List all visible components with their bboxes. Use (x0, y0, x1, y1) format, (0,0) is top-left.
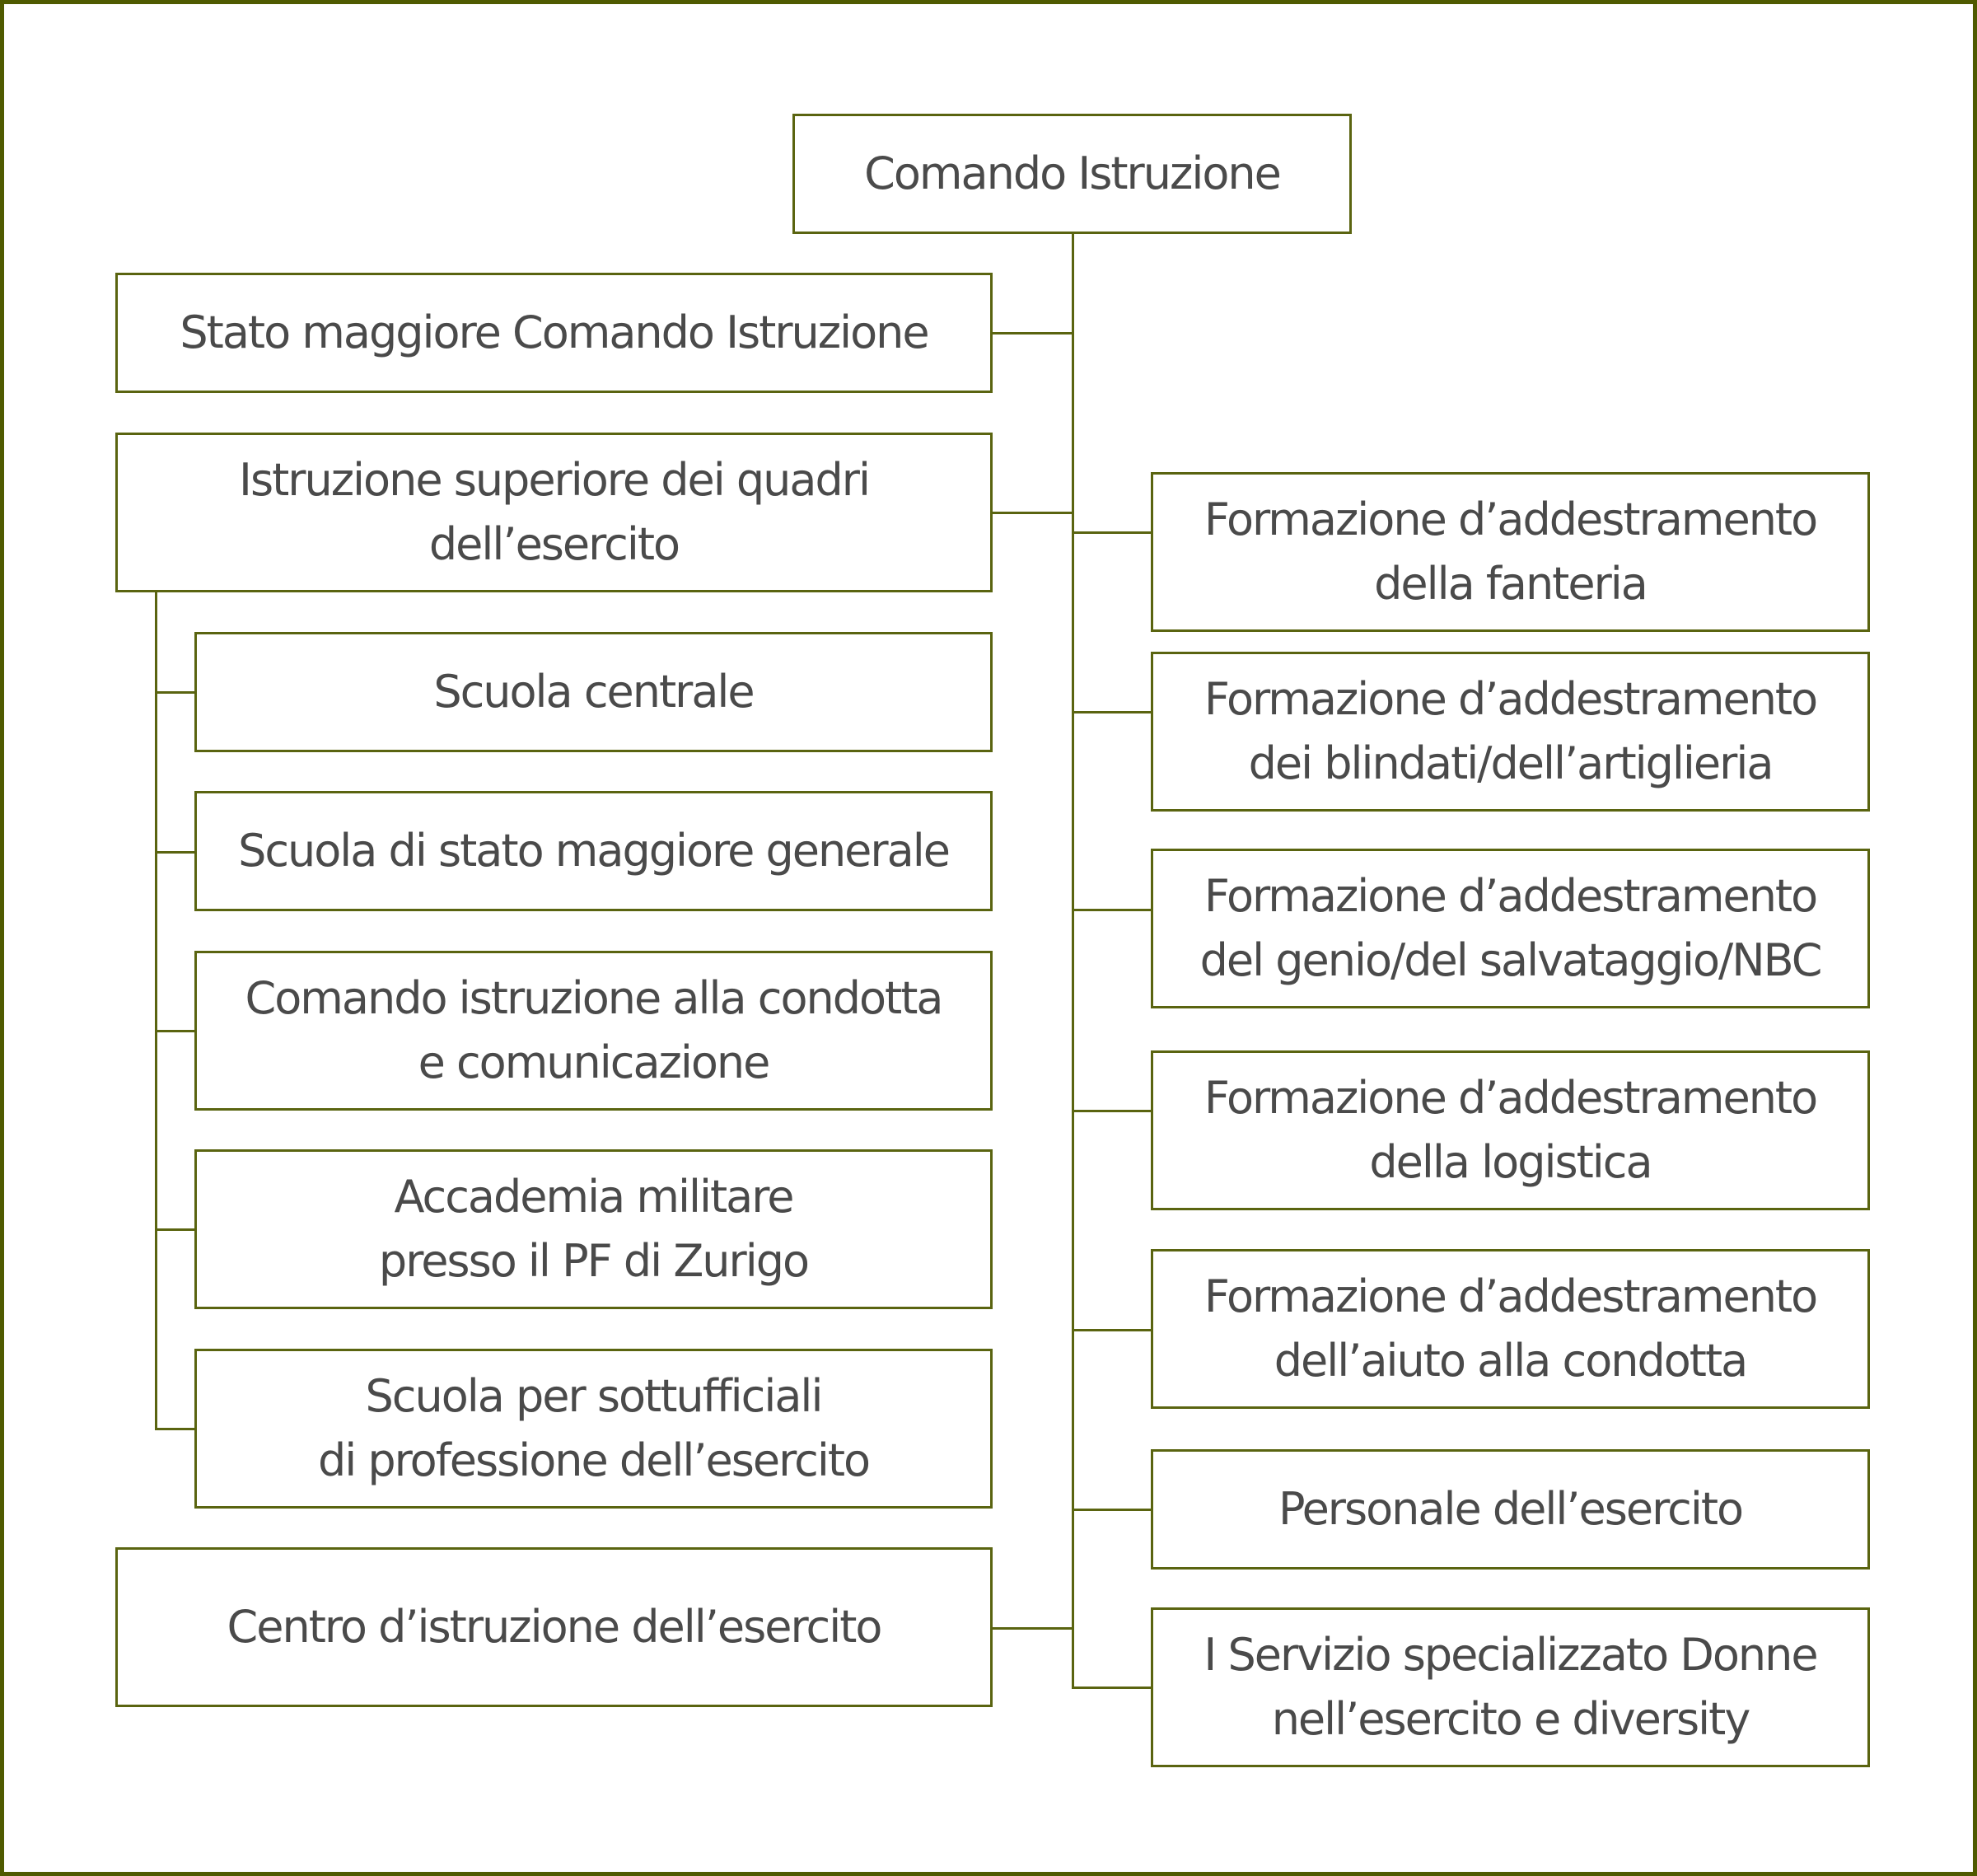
node-formazione-fanteria: Formazione d’addestramento della fanteri… (1151, 472, 1870, 632)
connector-sub-1 (155, 691, 196, 694)
connector-istruzione-superiore (991, 512, 1073, 514)
node-servizio-donne: I Servizio specializzato Donne nell’eser… (1151, 1607, 1870, 1767)
node-scuola-sottufficiali: Scuola per sottufficiali di professione … (194, 1349, 993, 1509)
connector-right-1 (1072, 531, 1152, 534)
node-formazione-logistica: Formazione d’addestramento della logisti… (1151, 1050, 1870, 1210)
connector-right-4 (1072, 1110, 1152, 1112)
node-accademia-militare: Accademia militare presso il PF di Zurig… (194, 1149, 993, 1309)
connector-right-5 (1072, 1329, 1152, 1331)
node-formazione-genio: Formazione d’addestramento del genio/del… (1151, 849, 1870, 1008)
node-scuola-stato-maggiore-generale: Scuola di stato maggiore generale (194, 791, 993, 911)
node-formazione-aiuto-condotta: Formazione d’addestramento dell’aiuto al… (1151, 1249, 1870, 1409)
trunk-line (1072, 233, 1074, 1688)
connector-sub-3 (155, 1030, 196, 1032)
connector-centro-istruzione (991, 1627, 1073, 1630)
connector-sub-5 (155, 1428, 196, 1430)
node-formazione-blindati: Formazione d’addestramento dei blindati/… (1151, 652, 1870, 812)
node-personale-esercito: Personale dell’esercito (1151, 1449, 1870, 1570)
connector-stato-maggiore (991, 332, 1073, 334)
connector-right-3 (1072, 909, 1152, 911)
sub-trunk-line (155, 591, 157, 1429)
node-istruzione-superiore: Istruzione superiore dei quadri dell’ese… (115, 433, 993, 592)
node-centro-istruzione: Centro d’istruzione dell’esercito (115, 1547, 993, 1707)
connector-sub-2 (155, 851, 196, 854)
node-comando-istruzione-condotta: Comando istruzione alla condotta e comun… (194, 951, 993, 1111)
node-comando-istruzione: Comando Istruzione (792, 114, 1352, 234)
connector-right-7 (1072, 1687, 1152, 1689)
connector-right-6 (1072, 1509, 1152, 1511)
node-scuola-centrale: Scuola centrale (194, 632, 993, 752)
connector-sub-4 (155, 1228, 196, 1231)
node-stato-maggiore: Stato maggiore Comando Istruzione (115, 273, 993, 393)
connector-right-2 (1072, 711, 1152, 713)
